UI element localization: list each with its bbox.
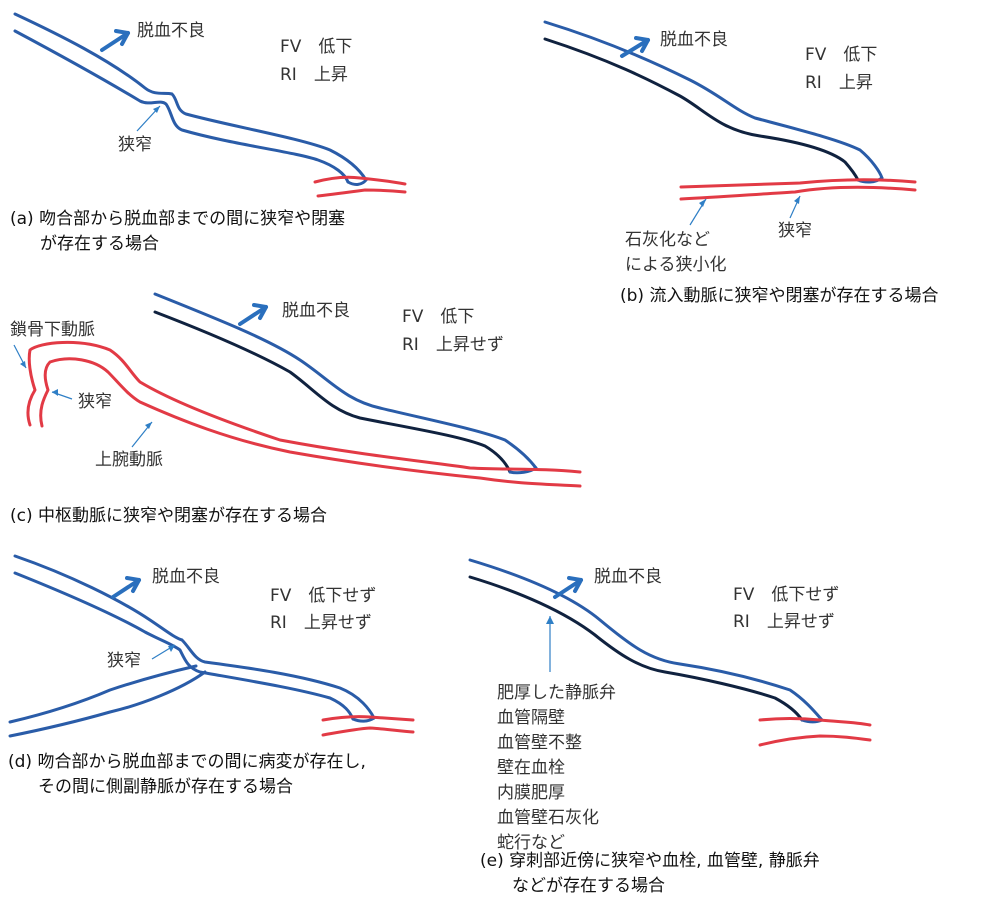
panel-d: 脱血不良 FV 低下せず RI 上昇せず 狭窄 (d) 吻合部から脱血部までの間… <box>8 554 415 797</box>
panel-a-caption-line2: が存在する場合 <box>40 234 159 254</box>
panel-d-caption-line1: (d) 吻合部から脱血部までの間に病変が存在し, <box>8 752 366 772</box>
panel-e-artery-upper <box>758 717 872 727</box>
panel-e-vein-lower-wall <box>468 575 804 722</box>
panel-a-flow-arrow <box>100 31 130 52</box>
panel-a-ri: RI 上昇 <box>280 65 348 85</box>
panel-d-flow-arrowhead <box>125 576 141 593</box>
panel-d-artery-upper <box>321 715 415 722</box>
panel-b-stenosis-label: 狭窄 <box>778 221 812 241</box>
panel-d-ri: RI 上昇せず <box>270 613 372 633</box>
panel-e-cause-1: 肥厚した静脈弁 <box>497 683 616 703</box>
panel-e-cause-5: 内膜肥厚 <box>497 783 565 803</box>
panel-e-flow-arrowhead <box>567 576 583 593</box>
panel-d-flow-label: 脱血不良 <box>152 567 220 587</box>
panel-a-caption-line1: (a) 吻合部から脱血部までの間に狭窄や閉塞 <box>10 209 345 229</box>
panel-a-fv: FV 低下 <box>280 37 352 57</box>
panel-c-flow-arrow <box>238 305 268 326</box>
panel-e-flow-arrow <box>553 578 583 599</box>
panel-d-vein-upper-wall <box>13 554 376 720</box>
panel-d-artery-lower <box>321 726 415 737</box>
panel-c-brachial-label: 上腕動脈 <box>95 450 163 470</box>
panel-c: 脱血不良 FV 低下 RI 上昇せず 鎖骨下動脈 狭窄 上腕動脈 (c) 中枢動… <box>10 292 582 526</box>
panel-e-ri: RI 上昇せず <box>733 612 835 632</box>
panel-c-artery-inner <box>39 357 582 488</box>
panel-b-flow-arrow <box>620 38 650 58</box>
panel-a-stenosis-pointer-head <box>153 106 160 113</box>
panel-a-flow-arrowhead <box>114 29 130 46</box>
panel-a-artery-lower <box>316 188 407 198</box>
panel-e-caption-line2: などが存在する場合 <box>512 876 665 896</box>
panel-a-flow-label: 脱血不良 <box>137 21 205 41</box>
panel-e-cause-pointer-head <box>546 616 554 624</box>
panel-b-flow-arrowhead <box>634 36 650 53</box>
panel-c-vein-upper-wall <box>153 292 538 470</box>
panel-d-collateral-upper <box>8 664 198 724</box>
panel-b: 脱血不良 FV 低下 RI 上昇 石灰化など による狭小化 狭窄 (b) 流入動… <box>543 20 938 306</box>
panel-b-vein-lower-wall <box>543 37 860 182</box>
panel-c-stenosis-pointer-head <box>52 389 58 396</box>
panel-d-stenosis-pointer-head <box>168 645 175 652</box>
panel-b-flow-label: 脱血不良 <box>660 30 728 50</box>
panel-b-ri: RI 上昇 <box>805 73 873 93</box>
panel-d-flow-arrow <box>111 578 141 599</box>
panel-d-collateral-lower <box>8 670 207 738</box>
panel-b-calc-label-1: 石灰化など <box>625 230 710 250</box>
panel-e: 脱血不良 FV 低下せず RI 上昇せず 肥厚した静脈弁 血管隔壁 血管壁不整 … <box>468 558 872 896</box>
panel-b-vein-upper-wall <box>543 20 884 180</box>
panel-c-subclavian-pointer-head <box>20 361 26 368</box>
panel-c-stenosis-label: 狭窄 <box>78 392 112 412</box>
panel-e-cause-4: 壁在血栓 <box>497 758 565 778</box>
panel-a-artery-upper <box>313 175 407 186</box>
panel-c-flow-arrowhead <box>252 303 268 320</box>
panel-e-artery-lower <box>758 734 872 747</box>
panel-e-cause-7: 蛇行など <box>497 833 565 853</box>
panel-a-stenosis-label: 狭窄 <box>118 135 152 155</box>
panel-d-anastomosis <box>351 716 376 723</box>
panel-e-vein-upper-wall <box>468 558 824 722</box>
panel-e-cause-3: 血管壁不整 <box>497 733 582 753</box>
panel-a-anastomosis <box>346 178 368 186</box>
panel-d-stenosis-label: 狭窄 <box>107 651 141 671</box>
panel-b-caption: (b) 流入動脈に狭窄や閉塞が存在する場合 <box>620 286 938 306</box>
panel-e-caption-line1: (e) 穿刺部近傍に狭窄や血栓, 血管壁, 静脈弁 <box>480 851 820 871</box>
panel-c-brachial-pointer-head <box>145 422 152 429</box>
panel-d-caption-line2: その間に側副静脈が存在する場合 <box>38 777 293 797</box>
panel-d-fv: FV 低下せず <box>270 586 376 606</box>
panel-b-artery-lower <box>679 185 917 201</box>
panel-b-calc-pointer-head <box>699 199 706 207</box>
panel-b-fv: FV 低下 <box>805 45 877 65</box>
panel-c-artery-outer <box>26 341 582 474</box>
panel-e-fv: FV 低下せず <box>733 585 839 605</box>
panel-e-cause-6: 血管壁石灰化 <box>497 808 599 828</box>
panel-c-flow-label: 脱血不良 <box>282 301 350 321</box>
panel-c-vein-lower-wall <box>153 310 512 474</box>
panel-b-artery-upper <box>679 178 917 189</box>
panel-c-subclavian-label: 鎖骨下動脈 <box>10 320 95 340</box>
panel-b-calc-label-2: による狭小化 <box>625 255 727 275</box>
panel-b-stenosis-pointer-head <box>794 196 800 204</box>
panel-e-flow-label: 脱血不良 <box>594 567 662 587</box>
panel-c-caption: (c) 中枢動脈に狭窄や閉塞が存在する場合 <box>10 506 327 526</box>
panel-c-fv: FV 低下 <box>402 307 474 327</box>
panel-e-cause-2: 血管隔壁 <box>497 708 565 728</box>
panel-d-vein-lower-wall <box>13 571 355 721</box>
panel-a-vein-lower-wall <box>13 29 350 184</box>
panel-a-vein-upper-wall <box>13 12 368 182</box>
panel-a: 脱血不良 FV 低下 RI 上昇 狭窄 (a) 吻合部から脱血部までの間に狭窄や… <box>10 12 407 254</box>
panel-c-ri: RI 上昇せず <box>402 335 504 355</box>
